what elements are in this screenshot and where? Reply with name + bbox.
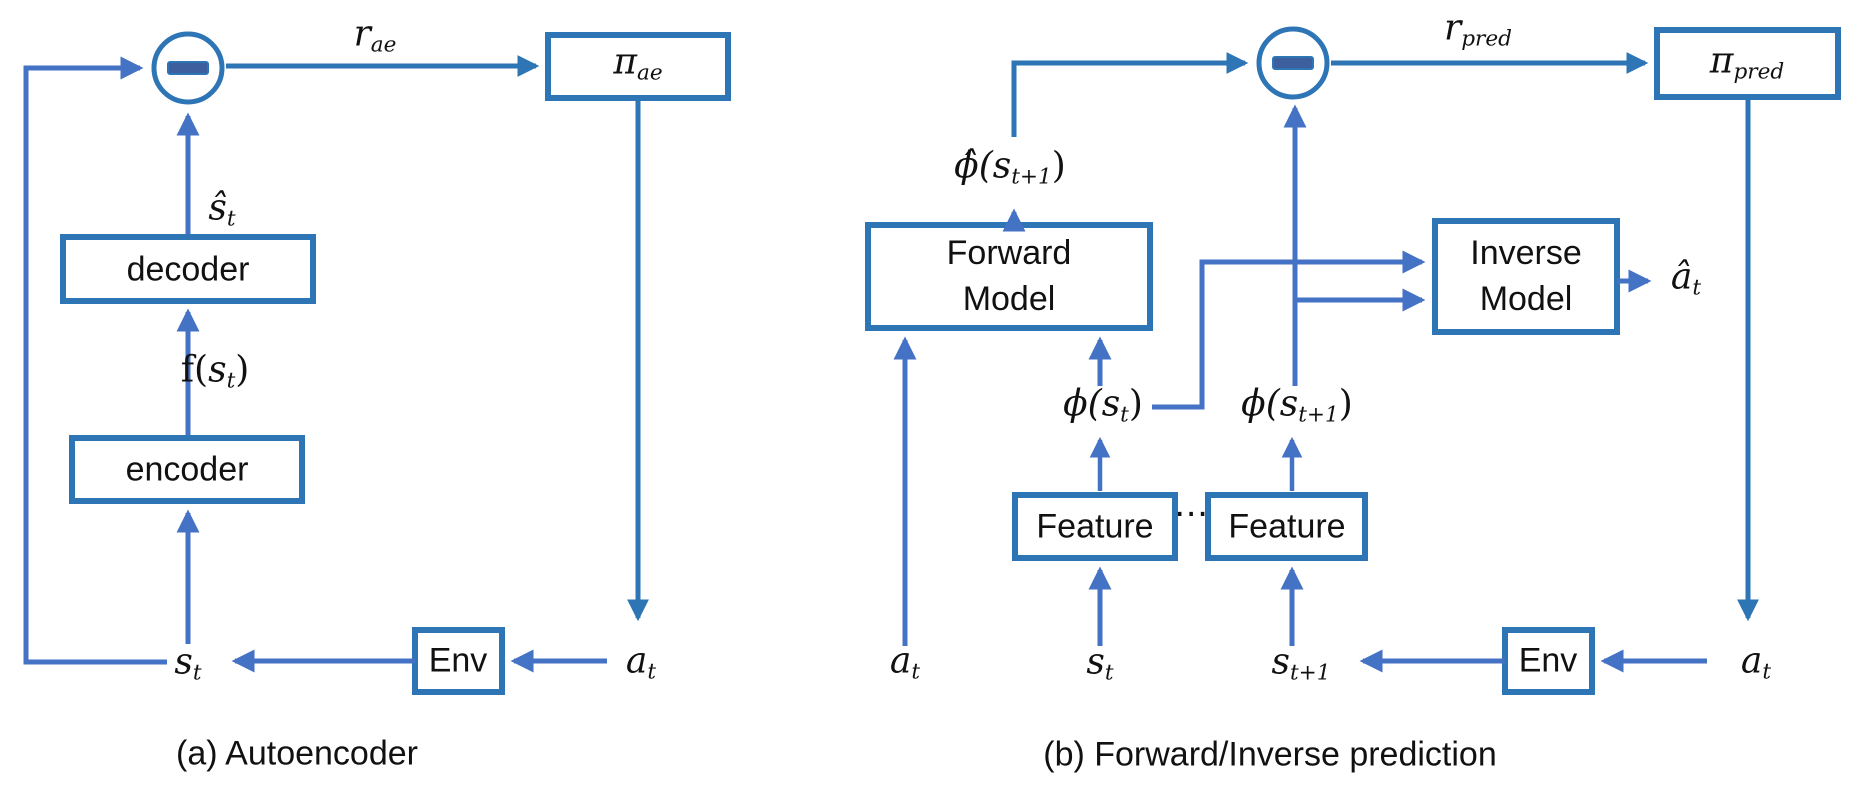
- forward-model-label-line2: Model: [962, 280, 1056, 318]
- policy-label-a: πae: [613, 41, 663, 86]
- inverse-model-box: [1432, 218, 1620, 335]
- feature-box-2-label: Feature: [1228, 507, 1346, 546]
- env-box-a: [412, 627, 505, 695]
- minus-icon: [167, 61, 209, 75]
- policy-label-b: πpred: [1709, 40, 1785, 85]
- encoding-label: f(st): [180, 349, 250, 394]
- feature-box-1: [1012, 492, 1178, 561]
- forward-model-label: Forward Model: [947, 230, 1072, 322]
- predicted-action-label: ât: [1670, 256, 1702, 301]
- reconstruction-label: ŝt: [208, 187, 236, 232]
- predicted-feature-label: ϕ̂(st+1): [954, 145, 1066, 190]
- decoder-box: [60, 234, 316, 304]
- feature-box-2: [1205, 492, 1368, 561]
- predicted-feature-line: [1011, 51, 1249, 137]
- inverse-model-label-line2: Model: [1479, 280, 1573, 318]
- feature2-label-math: ϕ(st+1): [1241, 383, 1353, 428]
- feedback-line-a: [23, 56, 167, 665]
- policy-box-b: [1654, 27, 1841, 100]
- next-state-label-b: st+1: [1271, 641, 1331, 686]
- feature-box-1-label: Feature: [1036, 507, 1154, 546]
- state-label-a: st: [174, 641, 202, 686]
- action-label-b-left: at: [889, 640, 921, 685]
- minus-icon: [1272, 56, 1314, 70]
- forward-model-box: [865, 222, 1153, 331]
- feature1-to-inverse-line: [1152, 250, 1426, 410]
- env-label-b: Env: [1518, 641, 1578, 680]
- reward-label-a: rae: [353, 13, 397, 58]
- encoder-label: encoder: [125, 450, 249, 489]
- reward-label-b: rpred: [1444, 7, 1512, 52]
- inverse-model-label-line1: Inverse: [1470, 234, 1582, 272]
- caption-b: (b) Forward/Inverse prediction: [1043, 735, 1497, 774]
- encoder-box: [69, 435, 305, 504]
- inverse-model-label: Inverse Model: [1470, 230, 1582, 322]
- policy-box-a: [545, 32, 731, 101]
- ellipsis-dots: ⋯: [1174, 493, 1208, 534]
- env-label-a: Env: [428, 641, 488, 680]
- state-label-b: st: [1086, 641, 1114, 686]
- caption-a: (a) Autoencoder: [176, 734, 418, 773]
- feature1-label-math: ϕ(st): [1063, 383, 1143, 428]
- action-label-b-right: at: [1740, 640, 1772, 685]
- decoder-label: decoder: [126, 250, 250, 289]
- forward-model-label-line1: Forward: [946, 234, 1072, 272]
- action-label-a: at: [625, 640, 657, 685]
